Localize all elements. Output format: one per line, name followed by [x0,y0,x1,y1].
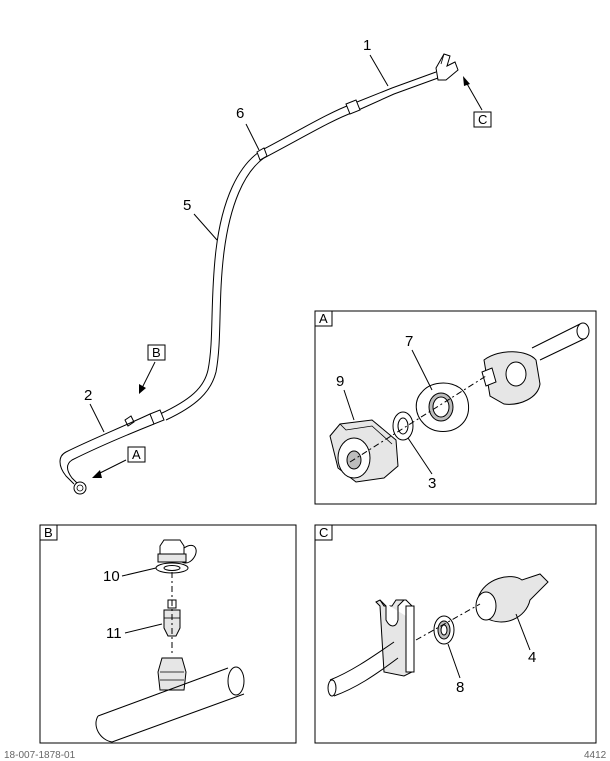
callout-4: 4 [528,649,536,666]
svg-text:B: B [152,345,161,360]
callout-1: 1 [363,37,371,54]
svg-text:C: C [319,525,328,540]
detail-view-c: C 4 8 [314,524,597,744]
svg-text:B: B [44,525,53,540]
view-ref-b: B [139,344,166,394]
callout-11: 11 [106,625,122,642]
svg-text:A: A [319,311,328,326]
callout-6: 6 [236,105,244,122]
footer-reference: 18-007-1878-01 [4,750,76,761]
hose-assembly [59,53,459,495]
detail-view-b: B 10 11 [39,524,297,744]
callout-7: 7 [405,333,413,350]
callout-10: 10 [103,568,120,585]
svg-text:A: A [132,447,141,462]
svg-text:C: C [478,112,487,127]
callout-9: 9 [336,373,344,390]
view-ref-c: C [463,76,492,128]
callout-3: 3 [428,475,436,492]
callout-2: 2 [84,387,92,404]
callout-5: 5 [183,197,191,214]
footer-code: 4412 [584,750,607,761]
callout-8: 8 [456,679,464,696]
detail-view-a: A 7 9 3 [314,310,597,505]
view-ref-a: A [92,446,146,478]
